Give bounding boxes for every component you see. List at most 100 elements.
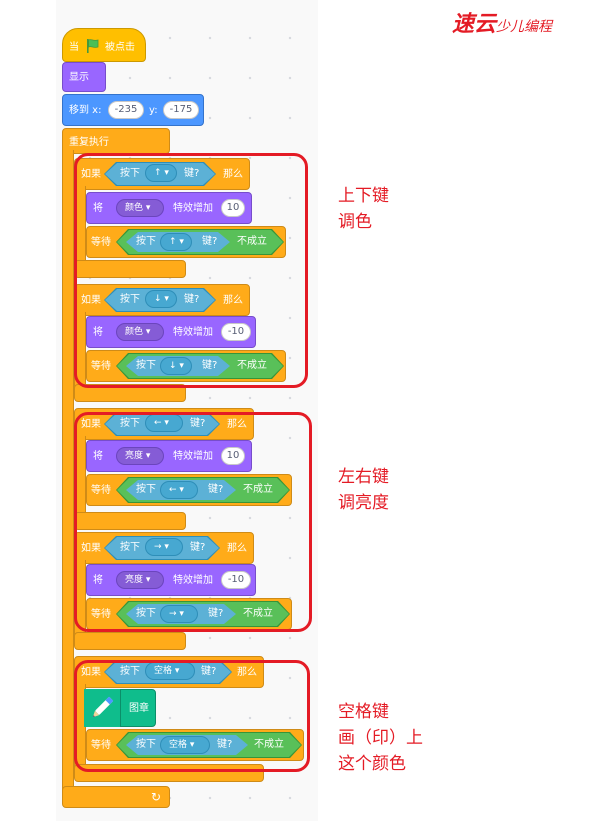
key-dropdown-right[interactable]: → ▾	[145, 538, 183, 556]
change-label: 特效增加	[173, 327, 213, 338]
effect-dropdown-right[interactable]: 亮度 ▾	[116, 571, 164, 589]
effect-amount-right[interactable]: -10	[221, 571, 251, 589]
key-pressed-prefix: 按下	[136, 236, 156, 247]
key-pressed-prefix: 按下	[136, 739, 156, 750]
then-label: 那么	[223, 169, 243, 180]
key-pressed-prefix: 按下	[120, 542, 140, 553]
key-pressed-prefix: 按下	[120, 666, 140, 677]
show-block[interactable]: 显示	[62, 62, 106, 92]
then-label: 那么	[237, 667, 257, 678]
key-value: 空格	[169, 740, 188, 750]
goto-y-input[interactable]: -175	[163, 101, 199, 119]
when-flag-clicked-block[interactable]: 当 被点击	[62, 28, 146, 62]
key-dropdown-right-2[interactable]: → ▾	[160, 605, 198, 623]
if-label: 如果	[81, 419, 101, 430]
highlight-box-leftright	[74, 412, 312, 632]
not-label: 不成立	[237, 360, 267, 371]
key-pressed-suffix: 键?	[208, 484, 224, 495]
if-footer-space	[74, 764, 264, 782]
annotation-line: 这个颜色	[338, 754, 406, 774]
change-label: 特效增加	[173, 575, 213, 586]
change-effect-up[interactable]: 将 特效增加	[86, 192, 252, 224]
key-value: 空格	[154, 666, 173, 676]
set-label: 将	[93, 203, 103, 214]
key-pressed-prefix: 按下	[120, 418, 140, 429]
brand-logo: 速云少儿编程	[452, 6, 552, 38]
annotation-space: 空格键 画（印）上 这个颜色	[338, 699, 423, 777]
key-value: →	[169, 609, 177, 619]
wait-label: 等待	[91, 740, 111, 751]
annotation-line: 画（印）上	[338, 728, 423, 748]
then-label: 那么	[227, 419, 247, 430]
key-dropdown-down[interactable]: ↓ ▾	[145, 290, 177, 308]
wait-label: 等待	[91, 485, 111, 496]
key-dropdown-up[interactable]: ↑ ▾	[145, 164, 177, 182]
key-pressed-suffix: 键?	[217, 739, 233, 750]
then-label: 那么	[227, 543, 247, 554]
key-pressed-suffix: 键?	[201, 666, 217, 677]
key-dropdown-down-2[interactable]: ↓ ▾	[160, 357, 192, 375]
key-dropdown-space-2[interactable]: 空格 ▾	[160, 736, 210, 754]
change-label: 特效增加	[173, 203, 213, 214]
hat-suffix: 被点击	[105, 42, 135, 53]
set-label: 将	[93, 575, 103, 586]
key-pressed-prefix: 按下	[136, 360, 156, 371]
annotation-line: 左右键	[338, 467, 389, 487]
key-pressed-suffix: 键?	[202, 236, 218, 247]
effect-value: 颜色	[125, 203, 144, 213]
key-pressed-suffix: 键?	[208, 608, 224, 619]
key-value: →	[154, 542, 162, 552]
pen-extension-icon	[84, 689, 121, 727]
if-label: 如果	[81, 543, 101, 554]
not-label: 不成立	[237, 236, 267, 247]
effect-dropdown-up[interactable]: 颜色 ▾	[116, 199, 164, 217]
forever-footer[interactable]: ↻	[62, 786, 170, 808]
key-dropdown-up-2[interactable]: ↑ ▾	[160, 233, 192, 251]
not-label: 不成立	[243, 608, 273, 619]
effect-amount-left[interactable]: 10	[221, 447, 245, 465]
annotation-line: 空格键	[338, 702, 389, 722]
if-label: 如果	[81, 667, 101, 678]
set-label: 将	[93, 327, 103, 338]
annotation-line: 调色	[338, 212, 372, 232]
hat-prefix: 当	[69, 42, 79, 53]
forever-label: 重复执行	[69, 137, 109, 148]
key-value: ←	[169, 485, 177, 495]
show-label: 显示	[69, 72, 89, 83]
annotation-leftright: 左右键 调亮度	[338, 464, 389, 516]
effect-dropdown-left[interactable]: 亮度 ▾	[116, 447, 164, 465]
goto-label: 移到 x:	[69, 105, 102, 116]
if-label: 如果	[81, 295, 101, 306]
goto-y-label: y:	[149, 105, 158, 116]
key-dropdown-left-2[interactable]: ← ▾	[160, 481, 198, 499]
logo-primary: 速云	[452, 11, 497, 37]
key-pressed-suffix: 键?	[190, 418, 206, 429]
goto-x-input[interactable]: -235	[108, 101, 144, 119]
key-value: ↑	[154, 168, 162, 178]
loop-arrow-icon: ↻	[151, 790, 162, 804]
key-pressed-suffix: 键?	[184, 168, 200, 179]
forever-arm	[62, 150, 74, 790]
wait-label: 等待	[91, 361, 111, 372]
effect-amount-up[interactable]: 10	[221, 199, 245, 217]
effect-amount-down[interactable]: -10	[221, 323, 251, 341]
if-footer-down	[74, 384, 186, 402]
set-label: 将	[93, 451, 103, 462]
logo-secondary: 少儿编程	[496, 19, 553, 35]
key-pressed-prefix: 按下	[136, 484, 156, 495]
key-pressed-prefix: 按下	[120, 294, 140, 305]
key-pressed-suffix: 键?	[184, 294, 200, 305]
forever-block[interactable]: 重复执行	[62, 128, 170, 154]
stamp-label: 图章	[129, 703, 149, 714]
effect-dropdown-down[interactable]: 颜色 ▾	[116, 323, 164, 341]
key-pressed-suffix: 键?	[190, 542, 206, 553]
change-label: 特效增加	[173, 451, 213, 462]
effect-value: 颜色	[125, 327, 144, 337]
if-label: 如果	[81, 169, 101, 180]
wait-label: 等待	[91, 609, 111, 620]
highlight-box-space	[74, 660, 310, 772]
annotation-line: 调亮度	[338, 493, 389, 513]
not-label: 不成立	[254, 739, 284, 750]
key-pressed-prefix: 按下	[136, 608, 156, 619]
key-value: ↓	[154, 294, 162, 304]
